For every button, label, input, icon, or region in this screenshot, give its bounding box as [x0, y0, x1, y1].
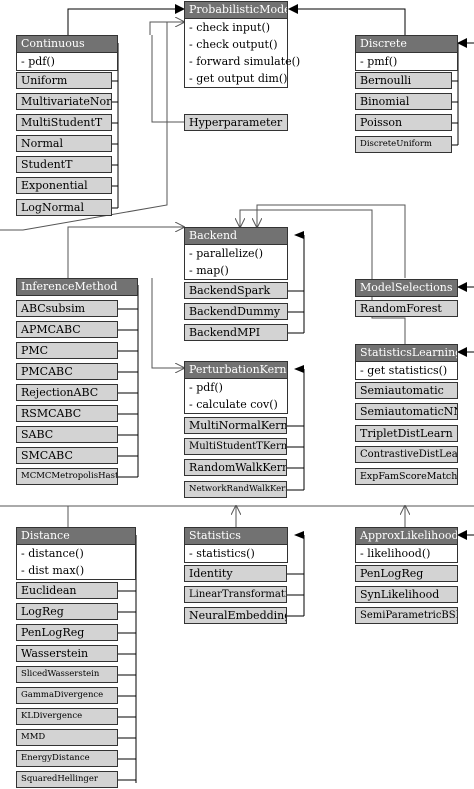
subclass-linear-transformation[interactable]: LinearTransformation [184, 586, 287, 603]
method: - likelihood() [360, 547, 431, 560]
class-discrete[interactable]: Discrete - pmf() [355, 35, 458, 71]
class-backend[interactable]: Backend - parallelize() - map() [184, 227, 288, 280]
subclass-binomial[interactable]: Binomial [355, 93, 452, 110]
subclass-backend-dummy[interactable]: BackendDummy [184, 303, 288, 320]
subclass-backend-mpi[interactable]: BackendMPI [184, 324, 288, 341]
class-header: Backend [184, 227, 288, 245]
subclass-multi-normal-kernel[interactable]: MultiNormalKernel [184, 417, 287, 434]
subclass-semi-parametric-bsl[interactable]: SemiParametricBSL [355, 607, 458, 624]
method-list: - get statistics() [355, 362, 458, 380]
subclass-mmd[interactable]: MMD [16, 729, 118, 746]
subclass-gamma-divergence[interactable]: GammaDivergence [16, 687, 118, 704]
method-list: - distance() - dist max() [16, 545, 136, 580]
subclass-euclidean[interactable]: Euclidean [16, 582, 118, 599]
subclass-wasserstein[interactable]: Wasserstein [16, 645, 118, 662]
subclass-log-normal[interactable]: LogNormal [16, 199, 112, 216]
subclass-exp-fam-score-matching[interactable]: ExpFamScoreMatching [355, 468, 458, 485]
class-probabilistic-model[interactable]: ProbabilisticModel - check input() - che… [184, 1, 301, 88]
class-header: InferenceMethod [16, 278, 138, 296]
subclass-normal[interactable]: Normal [16, 135, 112, 152]
subclass-network-rand-walk-kernel[interactable]: NetworkRandWalkKernel [184, 481, 287, 498]
subclass-rsmcabc[interactable]: RSMCABC [16, 405, 118, 422]
method: - get output dim() [189, 72, 288, 85]
subclass-multi-student-t[interactable]: MultiStudentT [16, 114, 112, 131]
subclass-discrete-uniform[interactable]: DiscreteUniform [355, 136, 452, 153]
method-list: - likelihood() [355, 545, 458, 563]
subclass-multi-student-t-kernel[interactable]: MultiStudentTKernel [184, 438, 287, 455]
class-hyperparameter[interactable]: Hyperparameter [184, 114, 288, 131]
subclass-squared-hellinger[interactable]: SquaredHellinger [16, 771, 118, 788]
subclass-pmc[interactable]: PMC [16, 342, 118, 359]
subclass-smcabc[interactable]: SMCABC [16, 447, 118, 464]
subclass-random-walk-kernel[interactable]: RandomWalkKernel [184, 459, 287, 476]
method: - pmf() [360, 55, 398, 68]
method: - forward simulate() [189, 55, 301, 68]
method: - map() [189, 264, 229, 277]
subclass-sabc[interactable]: SABC [16, 426, 118, 443]
method-list: - pdf() - calculate cov() [184, 379, 288, 414]
method: - check output() [189, 38, 278, 51]
method: - pdf() [21, 55, 55, 68]
method-list: - pdf() [16, 53, 118, 71]
subclass-penlogreg[interactable]: PenLogReg [16, 624, 118, 641]
class-header: ModelSelections [355, 279, 458, 297]
method: - distance() [21, 547, 84, 560]
method: - pdf() [189, 381, 223, 394]
subclass-backend-spark[interactable]: BackendSpark [184, 282, 288, 299]
class-header: ApproxLikelihood [355, 527, 458, 545]
method: - statistics() [189, 547, 255, 560]
subclass-apmcabc[interactable]: APMCABC [16, 321, 118, 338]
class-model-selections[interactable]: ModelSelections [355, 279, 458, 297]
subclass-penlogreg-likelihood[interactable]: PenLogReg [355, 565, 458, 582]
subclass-triplet-dist-learn[interactable]: TripletDistLearn [355, 425, 458, 442]
subclass-energy-distance[interactable]: EnergyDistance [16, 750, 118, 767]
subclass-abcsubsim[interactable]: ABCsubsim [16, 300, 118, 317]
subclass-random-forest[interactable]: RandomForest [355, 300, 458, 317]
class-statistics[interactable]: Statistics - statistics() [184, 527, 288, 563]
method: - calculate cov() [189, 398, 278, 411]
method: - parallelize() [189, 247, 264, 260]
method-list: - statistics() [184, 545, 288, 563]
method-list: - pmf() [355, 53, 458, 71]
method-list: - parallelize() - map() [184, 245, 288, 280]
subclass-neural-embedding[interactable]: NeuralEmbedding [184, 607, 287, 624]
subclass-identity[interactable]: Identity [184, 565, 287, 582]
subclass-sliced-wasserstein[interactable]: SlicedWasserstein [16, 666, 118, 683]
class-header: PerturbationKernel [184, 361, 288, 379]
class-header: ProbabilisticModel [184, 1, 288, 19]
subclass-uniform[interactable]: Uniform [16, 72, 112, 89]
subclass-contrastive-dist-learn[interactable]: ContrastiveDistLearn [355, 446, 458, 463]
subclass-multivariate-normal[interactable]: MultivariateNormal [16, 93, 112, 110]
method: - dist max() [21, 564, 85, 577]
subclass-mcmc-metropolis-hastings[interactable]: MCMCMetropolisHastings [16, 468, 118, 485]
subclass-rejection-abc[interactable]: RejectionABC [16, 384, 118, 401]
class-header: StatisticsLearning [355, 344, 458, 362]
method-list: - check input() - check output() - forwa… [184, 19, 301, 88]
subclass-student-t[interactable]: StudentT [16, 156, 112, 173]
class-header: Statistics [184, 527, 288, 545]
subclass-syn-likelihood[interactable]: SynLikelihood [355, 586, 458, 603]
class-header: Discrete [355, 35, 458, 53]
class-header: Continuous [16, 35, 118, 53]
subclass-pmcabc[interactable]: PMCABC [16, 363, 118, 380]
subclass-semiautomatic-nn[interactable]: SemiautomaticNN [355, 403, 458, 420]
subclass-bernoulli[interactable]: Bernoulli [355, 72, 452, 89]
subclass-kl-divergence[interactable]: KLDivergence [16, 708, 118, 725]
subclass-exponential[interactable]: Exponential [16, 177, 112, 194]
class-header: Distance [16, 527, 136, 545]
subclass-semiautomatic[interactable]: Semiautomatic [355, 382, 458, 399]
method: - get statistics() [360, 364, 448, 377]
class-approx-likelihood[interactable]: ApproxLikelihood - likelihood() [355, 527, 458, 563]
method: - check input() [189, 21, 271, 34]
class-inference-method[interactable]: InferenceMethod [16, 278, 138, 296]
subclass-logreg[interactable]: LogReg [16, 603, 118, 620]
class-continuous[interactable]: Continuous - pdf() [16, 35, 118, 71]
subclass-poisson[interactable]: Poisson [355, 114, 452, 131]
class-statistics-learning[interactable]: StatisticsLearning - get statistics() [355, 344, 458, 380]
class-perturbation-kernel[interactable]: PerturbationKernel - pdf() - calculate c… [184, 361, 288, 414]
class-distance[interactable]: Distance - distance() - dist max() [16, 527, 136, 580]
